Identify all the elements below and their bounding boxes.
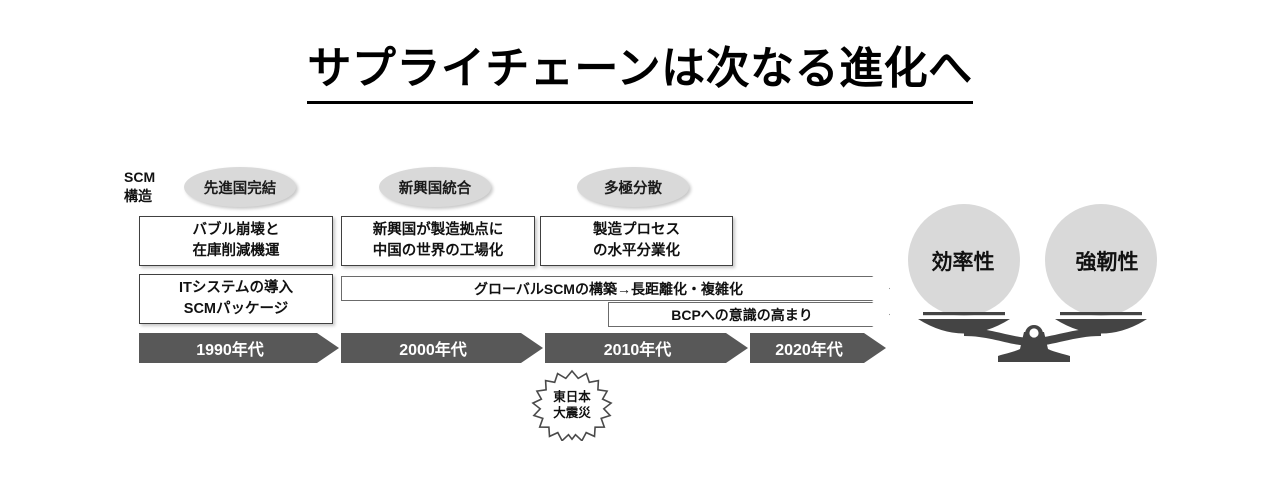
phase-ellipse-multipolar-dispersion: 多極分散: [577, 167, 689, 207]
phase-ellipse-label: 先進国完結: [203, 180, 277, 197]
phase-ellipse-emerging-integration: 新興国統合: [379, 167, 491, 207]
scale-circle-right: [1045, 204, 1157, 316]
scale-label-efficiency: 効率性: [931, 251, 995, 274]
phase-ellipse-advanced-countries: 先進国完結: [184, 167, 296, 207]
content-box-row1-2000s: 新興国が製造拠点に 中国の世界の工場化: [341, 216, 535, 266]
content-box-line-2: SCMパッケージ: [183, 301, 289, 317]
content-box-row2-it-systems: ITシステムの導入 SCMパッケージ: [139, 274, 333, 324]
timeline-chevron-2020s: 2020年代: [750, 333, 886, 363]
scm-structure-axis-label: SCM 構造: [124, 168, 155, 206]
starburst-line-2: 大震災: [553, 406, 591, 420]
balance-scale-illustration: 効率性 強靭性: [896, 186, 1176, 362]
timeline-chevron-label: 2000年代: [399, 342, 467, 359]
timeline-chevron-label: 2010年代: [603, 342, 672, 359]
scale-circle-left: [908, 204, 1020, 316]
timeline-chevron-2010s: 2010年代: [545, 333, 748, 363]
timeline-chevron-1990s: 1990年代: [139, 333, 339, 363]
content-box-line-1: バブル崩壊と: [192, 221, 280, 238]
starburst-icon: [531, 369, 613, 441]
phase-ellipse-label: 多極分散: [604, 180, 662, 197]
arrow-band-label: グローバルSCMの構築→長距離化・複雑化: [474, 280, 743, 297]
arrow-band-bcp-awareness: BCPへの意識の高まり: [608, 302, 890, 327]
phase-ellipse-label: 新興国統合: [398, 180, 472, 197]
arrow-band-label: BCPへの意識の高まり: [671, 306, 813, 323]
balance-scale-icon: [908, 204, 1157, 362]
page-title-text: サプライチェーンは次なる進化へ: [307, 44, 973, 104]
content-box-line-2: の水平分業化: [593, 243, 680, 259]
arrow-band-global-scm: グローバルSCMの構築→長距離化・複雑化: [341, 276, 890, 301]
starburst-label: 東日本 大震災: [530, 369, 614, 441]
scale-label-resilience: 強靭性: [1075, 251, 1139, 274]
axis-label-line-1: SCM: [124, 169, 156, 185]
content-box-line-2: 在庫削減機運: [192, 243, 280, 259]
content-box-row1-2010s: 製造プロセス の水平分業化: [540, 216, 733, 266]
content-box-line-1: 製造プロセス: [593, 221, 680, 238]
timeline-chevron-label: 1990年代: [196, 342, 264, 359]
starburst-line-1: 東日本: [553, 389, 591, 404]
page-title: サプライチェーンは次なる進化へ: [0, 44, 1280, 104]
content-box-line-1: ITシステムの導入: [179, 279, 293, 296]
content-box-line-2: 中国の世界の工場化: [372, 243, 504, 259]
axis-label-line-2: 構造: [124, 187, 152, 204]
content-box-row1-1990s: バブル崩壊と 在庫削減機運: [139, 216, 333, 266]
timeline-chevron-label: 2020年代: [775, 342, 843, 359]
timeline-chevron-2000s: 2000年代: [341, 333, 543, 363]
content-box-line-1: 新興国が製造拠点に: [372, 221, 504, 238]
event-starburst-great-east-japan-earthquake: 東日本 大震災: [530, 369, 614, 441]
